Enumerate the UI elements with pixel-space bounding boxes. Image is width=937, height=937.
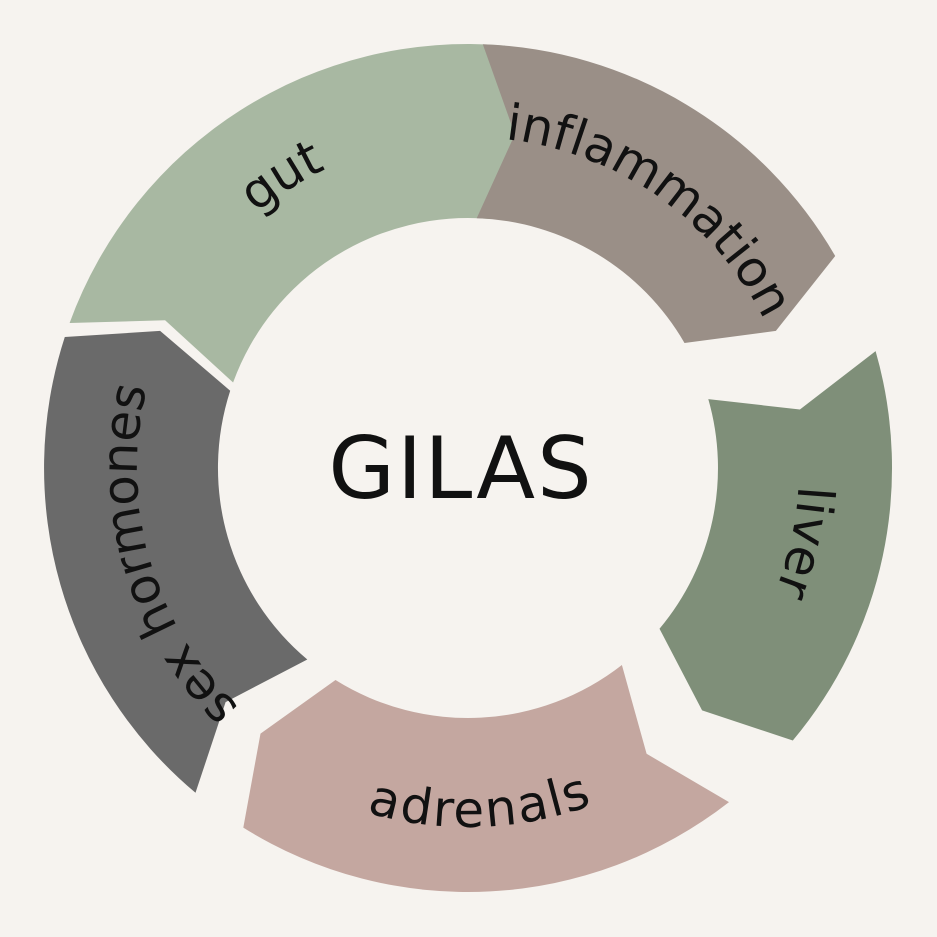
segment-sex-hormones-shape <box>44 330 308 793</box>
segment-inflammation: inflammation <box>476 44 836 344</box>
segment-gut: gut <box>69 43 533 383</box>
segment-adrenals: adrenals <box>243 665 730 892</box>
segment-sex-hormones: sex hormones <box>44 330 308 793</box>
segment-gut-shape <box>69 43 533 383</box>
segment-liver: liver <box>659 351 893 741</box>
segment-adrenals-shape <box>243 665 730 892</box>
segment-liver-shape <box>659 351 893 741</box>
center-label: GILAS <box>328 419 593 519</box>
segment-inflammation-shape <box>476 44 836 344</box>
